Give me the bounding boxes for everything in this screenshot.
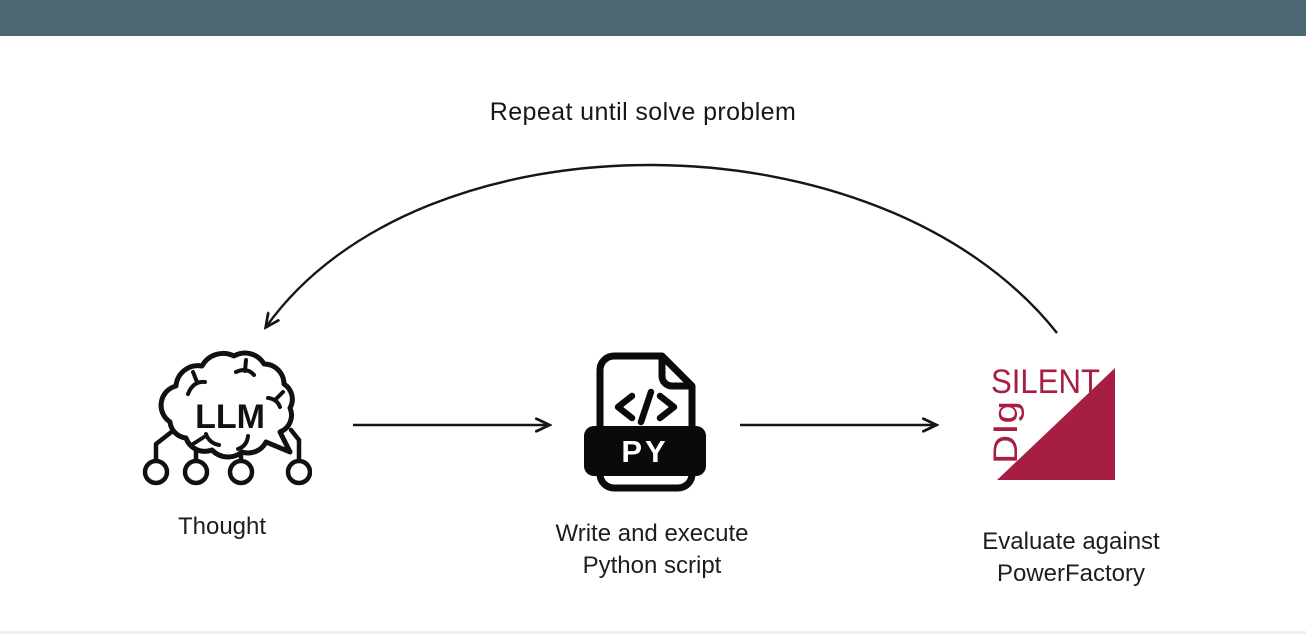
- bottom-edge-line: [0, 631, 1306, 634]
- digsilent-word-vertical: DIg: [988, 401, 1025, 464]
- py-banner: [584, 426, 706, 476]
- llm-brain-icon: LLM: [142, 350, 312, 486]
- llm-icon-text: LLM: [195, 398, 265, 436]
- label-python-line1: Write and execute: [555, 520, 749, 547]
- py-banner-text: PY: [621, 434, 668, 469]
- loop-arrow: [266, 163, 1058, 334]
- label-digsilent-line1: Evaluate against: [982, 528, 1160, 555]
- top-bar: [0, 0, 1306, 36]
- code-icon: [614, 388, 678, 426]
- loop-label: Repeat until solve problem: [489, 98, 797, 126]
- label-python-line2: Python script: [582, 552, 722, 579]
- label-digsilent: Evaluate against PowerFactory: [982, 526, 1159, 590]
- digsilent-triangle: [997, 368, 1115, 480]
- digsilent-word-horizontal: SILENT: [991, 363, 1100, 401]
- digsilent-logo: SILENT DIg: [988, 363, 1115, 480]
- label-digsilent-line2: PowerFactory: [996, 560, 1146, 587]
- label-thought: Thought: [177, 513, 267, 540]
- file-fold-corner: [658, 356, 692, 390]
- label-python: Write and execute Python script: [556, 518, 749, 582]
- python-file-icon: PY: [584, 352, 706, 492]
